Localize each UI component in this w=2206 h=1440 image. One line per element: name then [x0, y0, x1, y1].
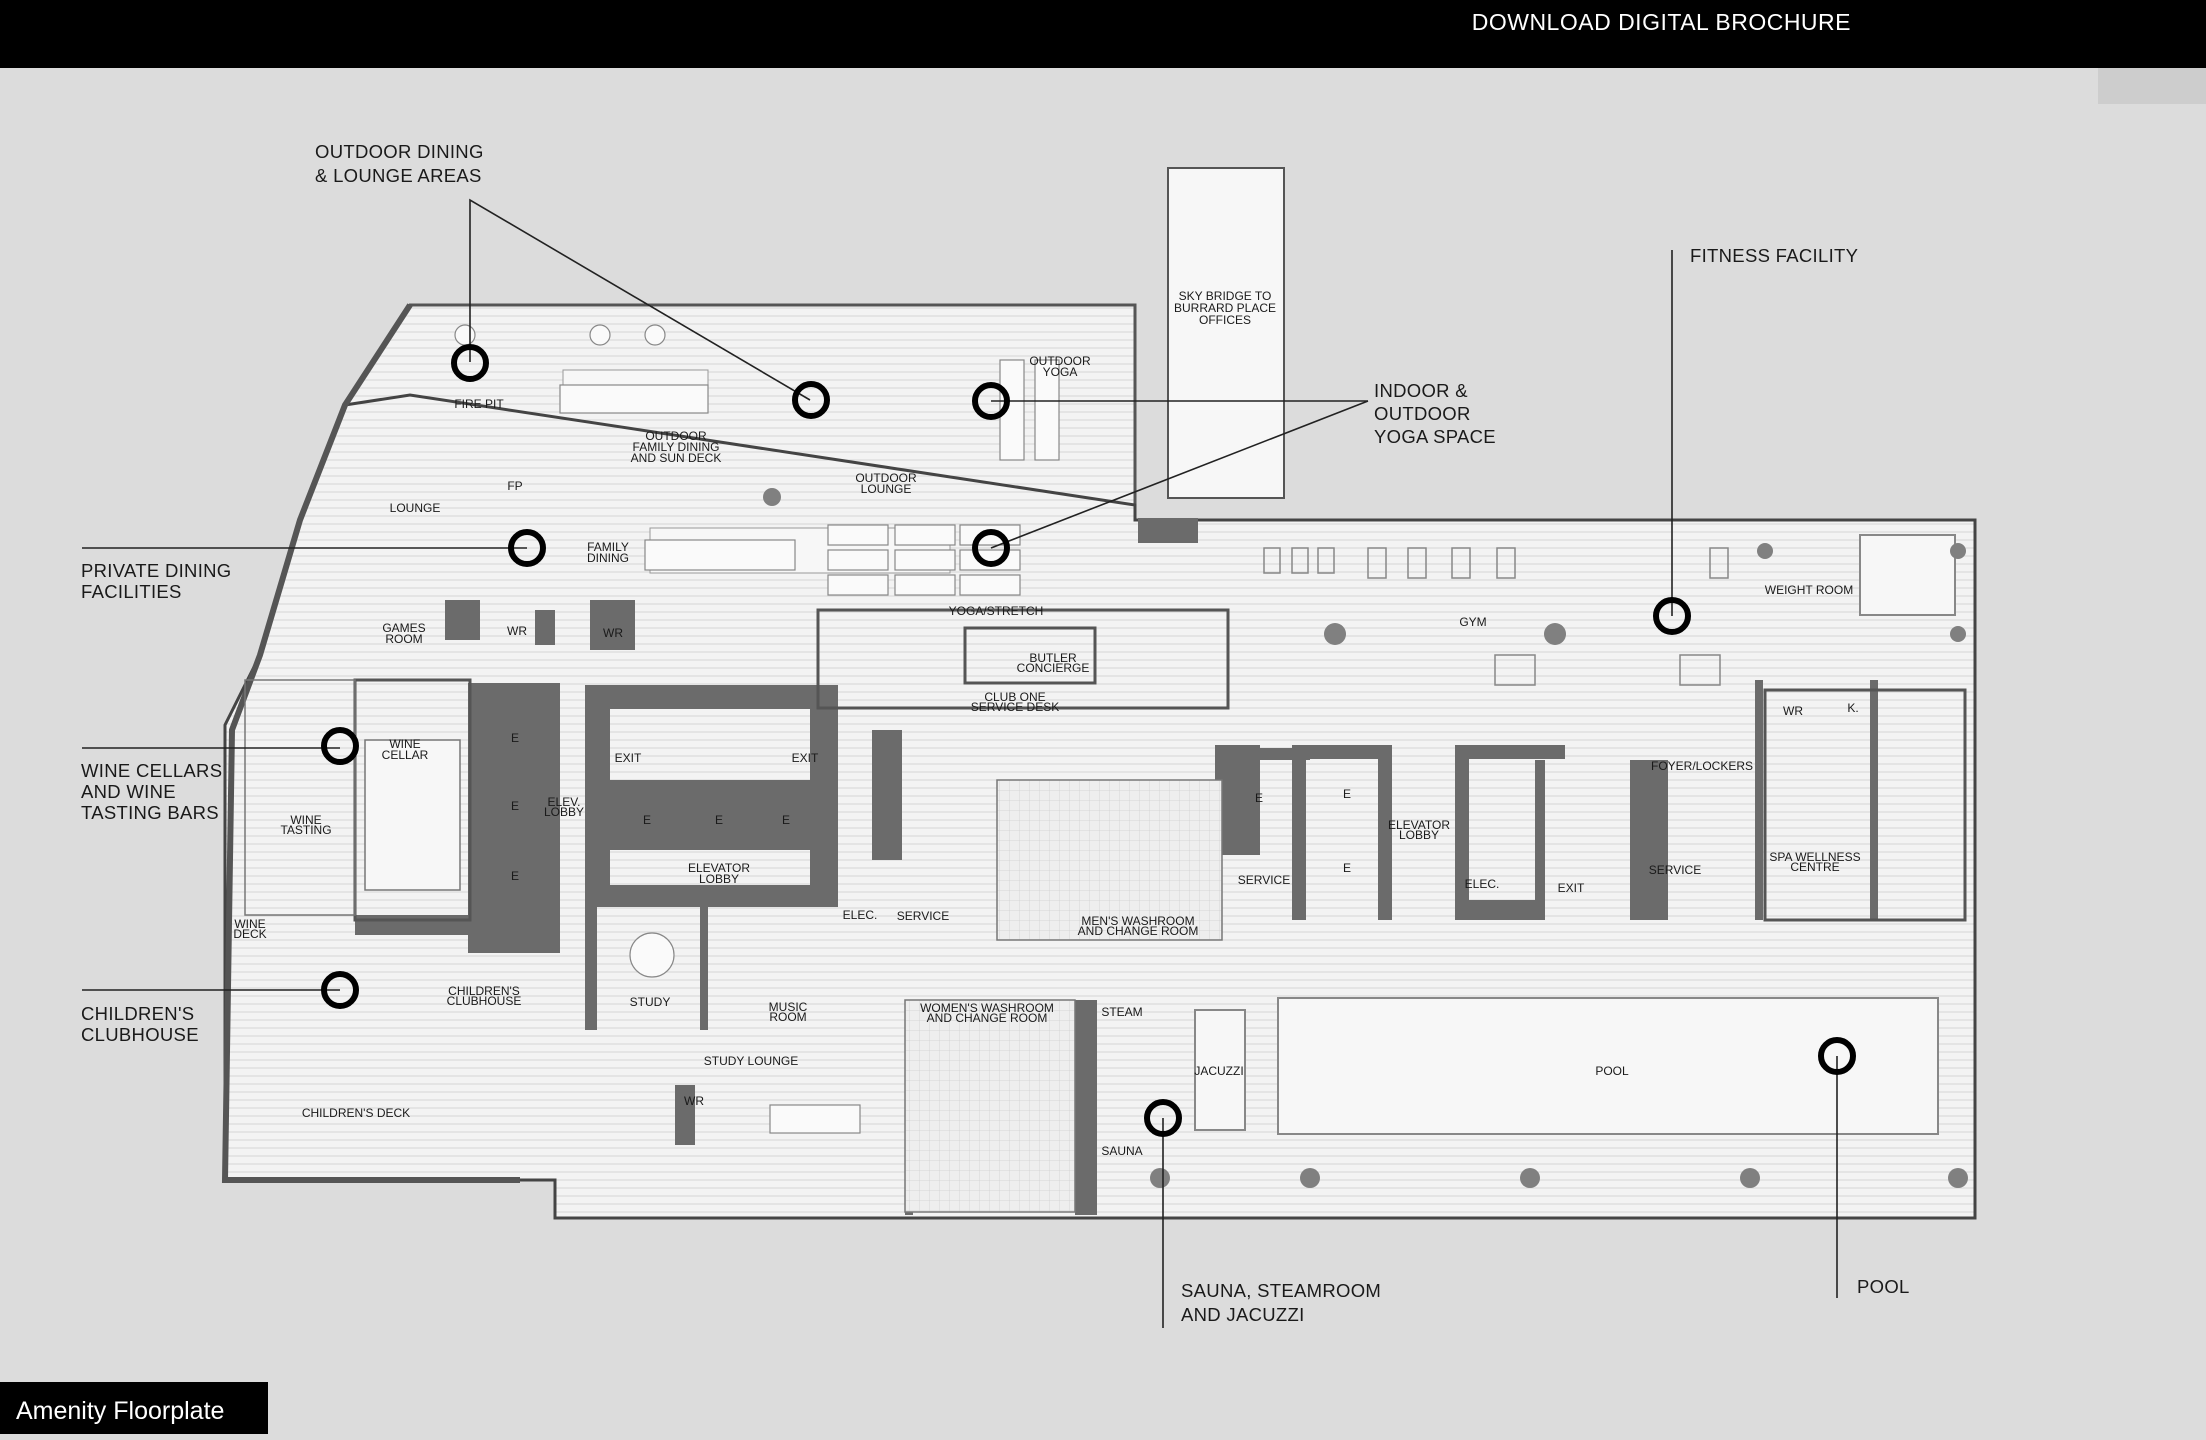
room-e-3: E [511, 869, 519, 883]
marker-fire-pit [451, 344, 489, 382]
marker-private-dining [508, 529, 546, 567]
download-brochure-link[interactable]: DOWNLOAD DIGITAL BROCHURE [1471, 9, 1851, 35]
marker-childrens [321, 971, 359, 1009]
marker-fitness [1653, 597, 1691, 635]
marker-outdoor-dining [792, 381, 830, 419]
marker-indoor-yoga [972, 529, 1010, 567]
top-bar: DOWNLOAD DIGITAL BROCHURE [0, 0, 2206, 68]
corner-tab [2098, 68, 2206, 104]
room-exit-3: EXIT [1558, 881, 1585, 895]
callout-leaders [82, 198, 1838, 1328]
room-e-9: E [1343, 861, 1351, 875]
marker-sauna [1144, 1099, 1182, 1137]
location-markers[interactable] [321, 344, 1856, 1137]
room-exit-2: EXIT [792, 751, 819, 765]
room-e-1: E [511, 731, 519, 745]
room-sauna: SAUNA [1101, 1144, 1142, 1158]
room-wr-3: WR [684, 1094, 704, 1108]
callout-outdoor-dining: OUTDOOR DINING& LOUNGE AREAS [315, 141, 484, 186]
room-k: K. [1847, 701, 1858, 715]
room-wr-2: WR [603, 626, 623, 640]
room-study: STUDY [630, 995, 671, 1009]
room-e-4: E [643, 813, 651, 827]
gym-equipment [1263, 547, 1729, 686]
room-e-8: E [1343, 787, 1351, 801]
room-elec-2: ELEC. [1465, 877, 1500, 891]
room-fp: FP [507, 479, 522, 493]
callout-labels: OUTDOOR DINING& LOUNGE AREAS FITNESS FAC… [81, 141, 1910, 1325]
room-gym: GYM [1459, 615, 1486, 629]
room-study-lounge: STUDY LOUNGE [704, 1054, 798, 1068]
room-service-3: SERVICE [1649, 863, 1701, 877]
room-e-5: E [715, 813, 723, 827]
room-childrens-deck: CHILDREN'S DECK [302, 1106, 410, 1120]
room-exit-1: EXIT [615, 751, 642, 765]
marker-wine [321, 727, 359, 765]
room-fire-pit: FIRE PIT [454, 397, 504, 411]
marker-pool [1818, 1037, 1856, 1075]
room-foyer-lockers: FOYER/LOCKERS [1651, 759, 1753, 773]
furniture [454, 324, 1060, 1134]
room-lounge: LOUNGE [390, 501, 441, 515]
room-wr-1: WR [507, 624, 527, 638]
room-elev-lobby: ELEV.LOBBY [544, 795, 584, 819]
room-service-2: SERVICE [1238, 873, 1290, 887]
room-elec-1: ELEC. [843, 908, 878, 922]
room-weight-room: WEIGHT ROOM [1765, 583, 1853, 597]
room-e-7: E [1255, 791, 1263, 805]
callout-fitness: FITNESS FACILITY [1690, 245, 1858, 266]
room-service-1: SERVICE [897, 909, 949, 923]
room-steam: STEAM [1101, 1005, 1142, 1019]
floorplate-title: Amenity Floorplate [0, 1382, 268, 1434]
marker-outdoor-yoga [972, 382, 1010, 420]
room-e-6: E [782, 813, 790, 827]
room-pool: POOL [1595, 1064, 1629, 1078]
room-jacuzzi: JACUZZI [1194, 1064, 1243, 1078]
room-e-2: E [511, 799, 519, 813]
room-wr-4: WR [1783, 704, 1803, 718]
gym-columns [763, 488, 1968, 1188]
callout-pool: POOL [1857, 1276, 1910, 1297]
room-yoga-stretch: YOGA/STRETCH [949, 604, 1044, 618]
